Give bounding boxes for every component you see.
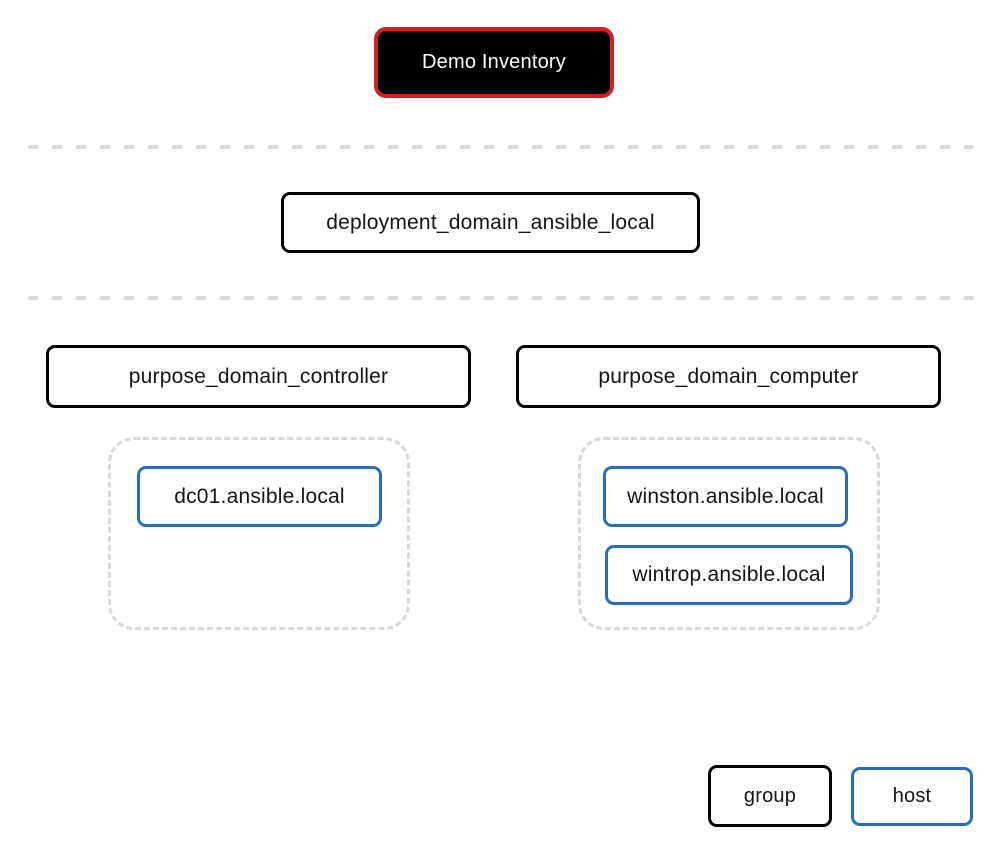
host-node-dc01: dc01.ansible.local <box>137 466 382 527</box>
host-label: winston.ansible.local <box>627 484 824 508</box>
host-node-wintrop: wintrop.ansible.local <box>605 545 853 605</box>
inventory-node: Demo Inventory <box>374 27 614 98</box>
legend-group-label: group <box>743 784 797 807</box>
inventory-label: Demo Inventory <box>422 51 566 73</box>
group-label: deployment_domain_ansible_local <box>326 210 655 234</box>
host-node-winston: winston.ansible.local <box>603 466 848 527</box>
group-node-deployment-domain: deployment_domain_ansible_local <box>281 192 700 253</box>
level-divider-bottom <box>28 296 974 300</box>
group-node-purpose-controller: purpose_domain_controller <box>46 345 471 408</box>
group-node-purpose-computer: purpose_domain_computer <box>516 345 941 408</box>
host-container-controller <box>108 437 410 630</box>
legend-group-box: group <box>708 765 832 827</box>
host-label: wintrop.ansible.local <box>632 563 826 586</box>
host-container-computer <box>578 437 880 630</box>
host-label: dc01.ansible.local <box>174 484 345 508</box>
legend-host-box: host <box>851 767 973 826</box>
group-label: purpose_domain_controller <box>128 364 389 388</box>
group-label: purpose_domain_computer <box>598 364 859 388</box>
level-divider-top <box>28 145 974 149</box>
legend-host-label: host <box>892 785 932 807</box>
